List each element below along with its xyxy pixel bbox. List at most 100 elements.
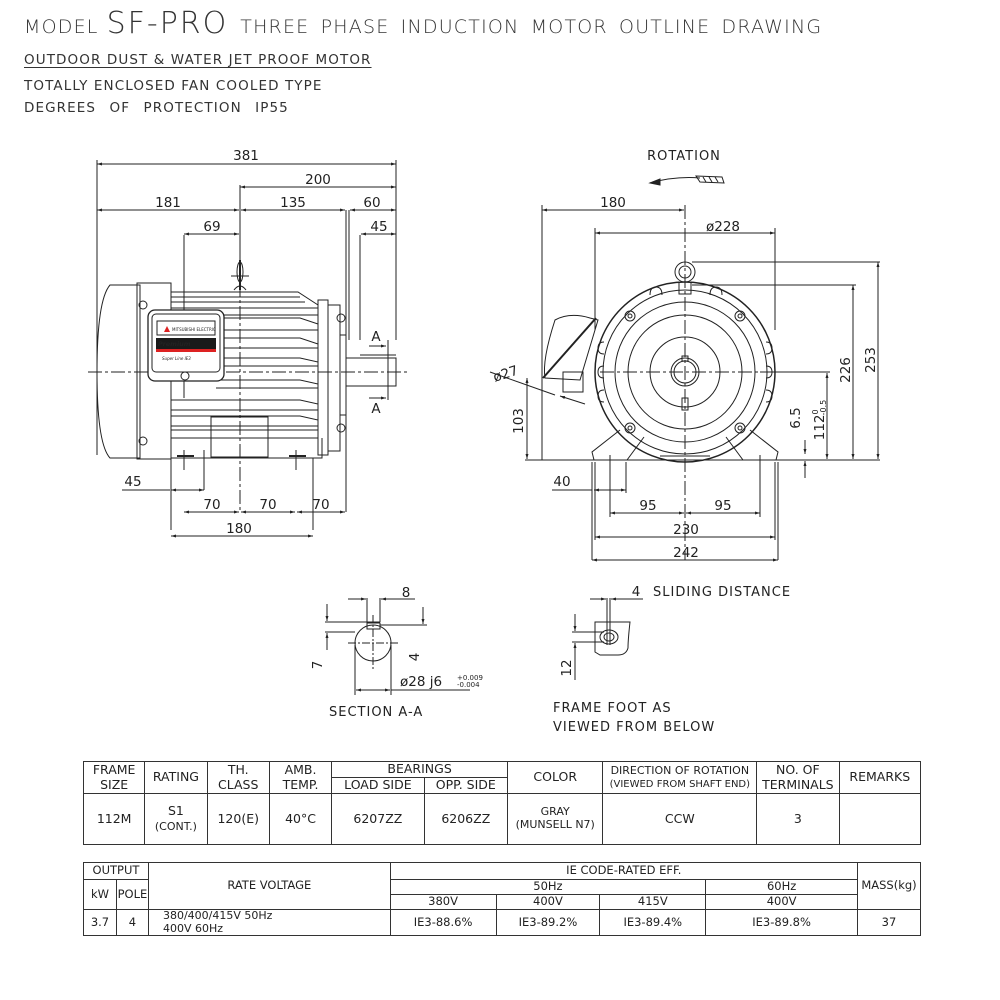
shaft-tol-upper: +0.009 <box>457 674 483 682</box>
front-view <box>489 175 880 562</box>
rotation-arrow-icon <box>648 175 725 186</box>
outline-drawing: Premium MITSUBISHI ELECTRIC Super Line I… <box>88 148 880 735</box>
value-color: GRAY(MUNSELL N7) <box>506 793 604 845</box>
table-row: 112M S1(CONT.) 120(E) 40°C 6207ZZ 6206ZZ… <box>82 793 922 845</box>
frame-foot-view <box>572 597 643 680</box>
value-th-class: 120(E) <box>206 793 270 845</box>
dim-key-width: 8 <box>402 585 411 601</box>
header-amb-temp: AMB.TEMP. <box>268 761 333 794</box>
header-opp-side: OPP. SIDE <box>423 777 509 794</box>
section-mark-top: A <box>371 329 381 345</box>
dim-bolt-half-left: 95 <box>639 498 656 514</box>
value-kw: 3.7 <box>83 908 117 937</box>
dim-shaft-diameter: ø28 j6 <box>400 674 442 690</box>
value-terminals: 3 <box>756 793 840 845</box>
subtitle-enclosure: OUTDOOR DUST & WATER JET PROOF MOTOR <box>24 52 372 68</box>
dim-overall-length: 381 <box>233 148 259 164</box>
section-a-a-label: SECTION A-A <box>329 705 423 720</box>
value-eff-380v: IE3-88.6% <box>389 908 497 937</box>
nameplate-brand: MITSUBISHI ELECTRIC <box>172 327 216 332</box>
dim-slot-width: 12 <box>559 659 575 676</box>
spec-table-performance: OUTPUT RATE VOLTAGE IE CODE-RATED EFF. M… <box>83 862 922 937</box>
header-rating: RATING <box>144 761 208 794</box>
dim-key-length: 45 <box>370 219 387 235</box>
header-380v: 380V <box>389 894 497 910</box>
dim-foot-pitch-left: 70 <box>203 497 220 513</box>
header-60hz: 60Hz <box>705 879 858 895</box>
value-opp-side: 6206ZZ <box>423 793 509 845</box>
dim-shaft-to-center: 200 <box>305 172 331 188</box>
section-mark-bottom: A <box>371 401 381 417</box>
dim-shaft-length: 60 <box>363 195 380 211</box>
dim-bolt-span: 230 <box>673 522 699 538</box>
dim-nameplate-offset: 69 <box>203 219 220 235</box>
nameplate-tagline: Super Line IE3 <box>162 356 191 361</box>
model-prefix: MODEL <box>24 16 99 38</box>
header-400v-50hz: 400V <box>495 894 601 910</box>
header-415v: 415V <box>599 894 707 910</box>
foot-caption-1: FRAME FOOT AS <box>553 701 672 716</box>
dim-center-to-left: 180 <box>600 195 626 211</box>
header-400v-60hz: 400V <box>705 894 858 910</box>
nameplate: Premium MITSUBISHI ELECTRIC Super Line I… <box>147 309 225 382</box>
value-rating: S1(CONT.) <box>144 793 208 845</box>
header-output: OUTPUT <box>83 862 149 880</box>
header-remarks: REMARKS <box>838 761 922 794</box>
dim-foot-to-shoulder: 70 <box>312 497 329 513</box>
value-remarks <box>838 793 922 845</box>
dim-foot-thickness: 6.5 <box>788 407 804 428</box>
header-mass: MASS(kg) <box>856 862 922 910</box>
value-pole: 4 <box>115 908 149 937</box>
header-color: COLOR <box>506 761 604 794</box>
subtitle-protection: DEGREES OF PROTECTION IP55 <box>24 100 289 116</box>
drawing-title: MODEL SF-PRO THREE PHASE INDUCTION MOTOR O… <box>24 6 822 41</box>
dim-frame-top: 226 <box>838 357 854 383</box>
value-mass: 37 <box>856 908 922 937</box>
dim-foot-pitch-right: 70 <box>259 497 276 513</box>
fin-loops <box>597 286 773 403</box>
nameplate-series: Premium <box>158 340 191 348</box>
title-suffix: THREE PHASE INDUCTION MOTOR OUTLINE DRAW… <box>240 16 823 38</box>
value-eff-400v-60hz: IE3-89.8% <box>705 908 858 937</box>
header-50hz: 50Hz <box>389 879 707 895</box>
dim-center-to-flange: 135 <box>280 195 306 211</box>
foot-caption-2: VIEWED FROM BELOW <box>553 720 715 735</box>
value-eff-400v-50hz: IE3-89.2% <box>495 908 601 937</box>
section-a-a-view <box>325 597 470 695</box>
dim-shaft-height: 1120-0.5 <box>811 400 828 440</box>
header-pole: POLE <box>115 879 149 910</box>
header-kw: kW <box>83 879 117 910</box>
dim-key-depth: 4 <box>407 653 423 662</box>
dim-foot-edge: 40 <box>553 474 570 490</box>
dim-fan-end-to-center: 181 <box>155 195 181 211</box>
dim-foot-length: 180 <box>226 521 252 537</box>
dim-foot-width: 242 <box>673 545 699 561</box>
value-load-side: 6207ZZ <box>331 793 425 845</box>
dim-foot-end-offset: 45 <box>124 474 141 490</box>
header-ie-code: IE CODE-RATED EFF. <box>389 862 858 880</box>
dim-key-height: 7 <box>310 661 326 670</box>
header-load-side: LOAD SIDE <box>331 777 425 794</box>
header-rate-voltage: RATE VOLTAGE <box>147 862 391 910</box>
dim-frame-diameter: ø228 <box>706 219 740 235</box>
header-th-class: TH.CLASS <box>206 761 270 794</box>
value-direction: CCW <box>602 793 758 845</box>
model-name: SF-PRO <box>106 6 229 41</box>
shaft-tol-lower: -0.004 <box>457 681 480 689</box>
sliding-distance-label: SLIDING DISTANCE <box>653 585 791 600</box>
value-eff-415v: IE3-89.4% <box>599 908 707 937</box>
dim-eyebolt-top: 253 <box>863 347 879 373</box>
dim-cable-gland: ø27 <box>491 363 520 386</box>
value-frame-size: 112M <box>82 793 146 845</box>
dim-bolt-half-right: 95 <box>714 498 731 514</box>
header-direction: DIRECTION OF ROTATION(VIEWED FROM SHAFT … <box>602 761 758 794</box>
rotation-label: ROTATION <box>647 149 721 164</box>
side-view: Premium MITSUBISHI ELECTRIC Super Line I… <box>88 160 410 538</box>
header-bearings: BEARINGS <box>331 761 508 778</box>
dim-sliding-value: 4 <box>632 584 641 600</box>
